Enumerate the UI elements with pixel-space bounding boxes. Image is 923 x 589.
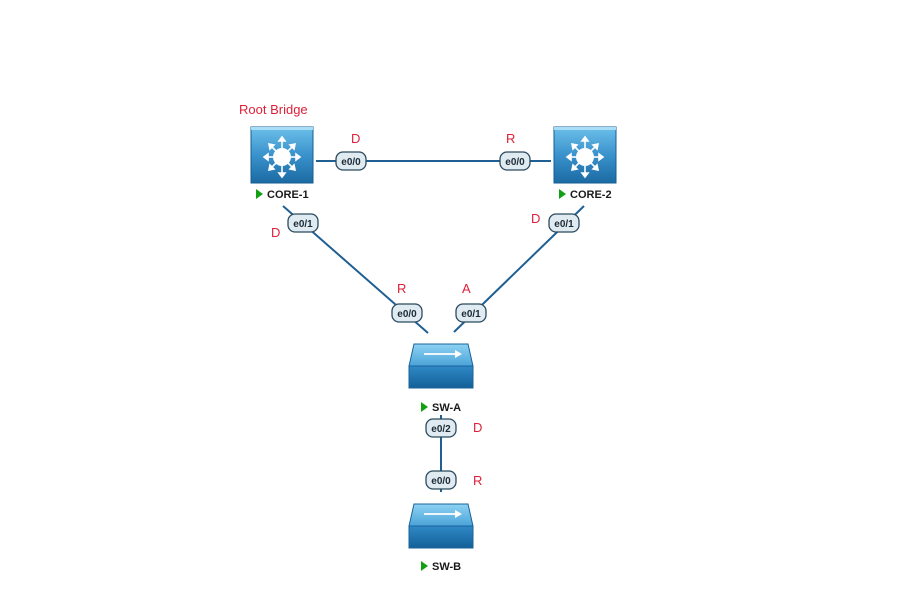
svg-text:e0/0: e0/0 [341, 157, 361, 168]
port-badge-swb-e0-0[interactable]: e0/0 [425, 470, 457, 490]
status-arrow-icon [256, 189, 263, 199]
multilayer-switch-icon [250, 126, 314, 184]
multilayer-switch-icon [553, 126, 617, 184]
switch-icon [408, 343, 474, 389]
device-core2[interactable]: CORE-2 [553, 126, 617, 201]
port-badge-core2-e0-1[interactable]: e0/1 [548, 213, 580, 233]
device-name: SW-B [432, 561, 461, 573]
port-role-swa-e0-1: A [462, 281, 471, 296]
port-role-core1-e0-0: D [351, 131, 360, 146]
port-role-swa-e0-2: D [473, 420, 482, 435]
device-name: CORE-1 [267, 189, 309, 201]
port-role-swa-e0-0: R [397, 281, 406, 296]
port-role-swb-e0-0: R [473, 473, 482, 488]
device-swa[interactable]: SW-A [408, 343, 474, 414]
root-bridge-label: Root Bridge [239, 102, 308, 117]
device-core1[interactable]: CORE-1 [250, 126, 314, 201]
svg-text:e0/0: e0/0 [397, 309, 417, 320]
switch-icon [408, 503, 474, 549]
port-badge-swa-e0-1[interactable]: e0/1 [455, 303, 487, 323]
device-name: CORE-2 [570, 189, 612, 201]
device-swb[interactable]: SW-B [408, 503, 474, 573]
port-badge-swa-e0-0[interactable]: e0/0 [391, 303, 423, 323]
svg-text:e0/1: e0/1 [461, 309, 481, 320]
port-role-core1-e0-1: D [271, 225, 280, 240]
svg-text:e0/1: e0/1 [293, 219, 313, 230]
status-arrow-icon [559, 189, 566, 199]
port-roles: D R D D R A D R [271, 131, 540, 488]
status-arrow-icon [421, 402, 428, 412]
port-badges: e0/0 e0/0 e0/1 e0/1 e0/0 e0/1 e0/2 e0/0 [287, 151, 580, 490]
status-arrow-icon [421, 561, 428, 571]
port-badge-swa-e0-2[interactable]: e0/2 [425, 418, 457, 438]
port-badge-core2-e0-0[interactable]: e0/0 [499, 151, 531, 171]
device-name: SW-A [432, 402, 461, 414]
port-badge-core1-e0-1[interactable]: e0/1 [287, 213, 319, 233]
port-role-core2-e0-1: D [531, 211, 540, 226]
port-role-core2-e0-0: R [506, 131, 515, 146]
port-badge-core1-e0-0[interactable]: e0/0 [335, 151, 367, 171]
svg-text:e0/0: e0/0 [431, 476, 451, 487]
svg-text:e0/0: e0/0 [505, 157, 525, 168]
svg-text:e0/1: e0/1 [554, 219, 574, 230]
svg-text:e0/2: e0/2 [431, 424, 451, 435]
